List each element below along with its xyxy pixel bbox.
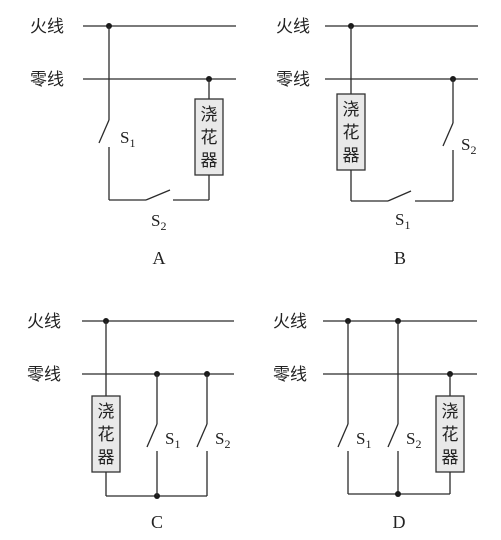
neutral-wire-label: 零线 bbox=[27, 365, 61, 385]
option-a-circuit: 火线 零线 S1 S2 浇 花 器 A bbox=[30, 17, 236, 268]
device-label-char: 花 bbox=[343, 123, 360, 143]
watering-device-box bbox=[91, 395, 121, 473]
switch-s2-label: S2 bbox=[151, 211, 166, 233]
option-caption: D bbox=[393, 512, 406, 532]
watering-device-box bbox=[435, 395, 465, 473]
option-caption: B bbox=[394, 248, 406, 268]
device-label-char: 浇 bbox=[98, 402, 115, 422]
switch-s1 bbox=[146, 423, 158, 448]
watering-device-box bbox=[194, 98, 224, 176]
device-label-char: 花 bbox=[442, 425, 459, 445]
switch-s2-label: S2 bbox=[215, 429, 230, 451]
device-label-char: 花 bbox=[201, 128, 218, 148]
live-wire-label: 火线 bbox=[30, 17, 64, 37]
neutral-wire-label: 零线 bbox=[273, 365, 307, 385]
neutral-wire-label: 零线 bbox=[276, 70, 310, 90]
option-b-circuit: 火线 零线 浇 花 器 S1 S2 B bbox=[276, 17, 478, 268]
switch-s1-label: S1 bbox=[165, 429, 180, 451]
switch-s1-label: S1 bbox=[395, 210, 410, 232]
switch-s2 bbox=[387, 423, 399, 448]
device-label-char: 浇 bbox=[442, 402, 459, 422]
junction-dot bbox=[395, 491, 401, 497]
switch-s2 bbox=[442, 122, 454, 147]
device-label-char: 花 bbox=[98, 425, 115, 445]
switch-s1 bbox=[337, 423, 349, 448]
live-wire-label: 火线 bbox=[273, 312, 307, 332]
device-label-char: 器 bbox=[98, 448, 115, 468]
device-label-char: 器 bbox=[442, 448, 459, 468]
option-c-circuit: 火线 零线 浇 花 器 S1 S2 C bbox=[27, 312, 234, 532]
switch-s2 bbox=[145, 189, 171, 201]
switch-s1-label: S1 bbox=[120, 128, 135, 150]
device-label-char: 器 bbox=[343, 146, 360, 166]
device-label-char: 浇 bbox=[201, 105, 218, 125]
live-wire-label: 火线 bbox=[276, 17, 310, 37]
option-d-circuit: 火线 零线 S1 S2 浇 花 器 D bbox=[273, 312, 477, 532]
switch-s1-label: S1 bbox=[356, 429, 371, 451]
device-label-char: 浇 bbox=[343, 100, 360, 120]
switch-s2 bbox=[196, 423, 208, 448]
switch-s1 bbox=[98, 119, 110, 144]
live-wire-label: 火线 bbox=[27, 312, 61, 332]
option-caption: A bbox=[153, 248, 166, 268]
switch-s2-label: S2 bbox=[461, 135, 476, 157]
option-caption: C bbox=[151, 512, 163, 532]
neutral-wire-label: 零线 bbox=[30, 70, 64, 90]
switch-s1 bbox=[387, 190, 412, 202]
switch-s2-label: S2 bbox=[406, 429, 421, 451]
device-label-char: 器 bbox=[201, 151, 218, 171]
